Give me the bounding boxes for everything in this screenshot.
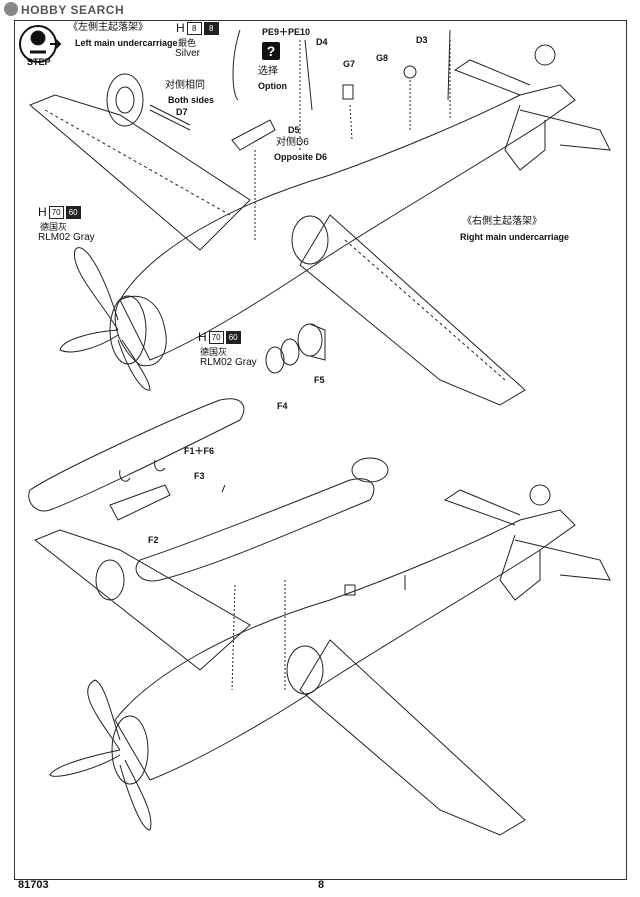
part-f1-f6: F1＋F6 [184,446,215,456]
part-d4: D4 [316,37,328,47]
option-badge: ? [262,42,280,61]
part-pe9-pe10: PE9＋PE10 [262,27,311,37]
left-undercarriage-cn: 《左側主起落架》 [68,22,148,33]
kit-number: 81703 [18,879,49,891]
both-sides-cn: 对侧相同 [165,80,205,91]
silver-en: Silver [175,48,201,59]
part-f5: F5 [314,375,325,385]
part-f2: F2 [148,535,159,545]
rlm02-b-en: RLM02 Gray [200,357,257,368]
drop-tank-drawing [28,398,389,582]
lower-aircraft-drawing [34,484,611,836]
rlm02-a-cn: 德国灰 [40,222,68,232]
option-en: Option [258,81,287,91]
part-d3: D3 [416,35,428,45]
right-undercarriage-en: Right main undercarriage [460,232,570,242]
part-g7: G7 [343,59,356,69]
left-undercarriage-en: Left main undercarriage [75,38,178,48]
both-sides-en: Both sides [168,95,215,105]
page-number: 8 [318,879,325,891]
part-f4: F4 [277,401,288,411]
page-frame [14,20,627,880]
step-label: STEP [27,57,51,67]
rlm02-b-cn: 德国灰 [200,347,228,357]
upper-aircraft-drawing [29,29,611,406]
part-f3: F3 [194,471,205,481]
hobby-search-logo-icon [4,2,18,16]
opposite-cn: 对侧D6 [276,137,309,148]
option-cn: 选择 [258,66,278,77]
step-badge-icon [19,25,62,63]
opposite-en: Opposite D6 [274,152,328,162]
silver-cn: 銀色 [178,38,197,48]
part-g8: G8 [376,53,389,63]
question-mark-icon: ? [262,42,280,60]
watermark: HOBBY SEARCH [4,2,124,17]
part-d5: D5 [288,125,300,135]
right-undercarriage-cn: 《右側主起落架》 [462,216,542,227]
part-d7: D7 [176,107,188,117]
rlm02-a-en: RLM02 Gray [38,232,95,243]
